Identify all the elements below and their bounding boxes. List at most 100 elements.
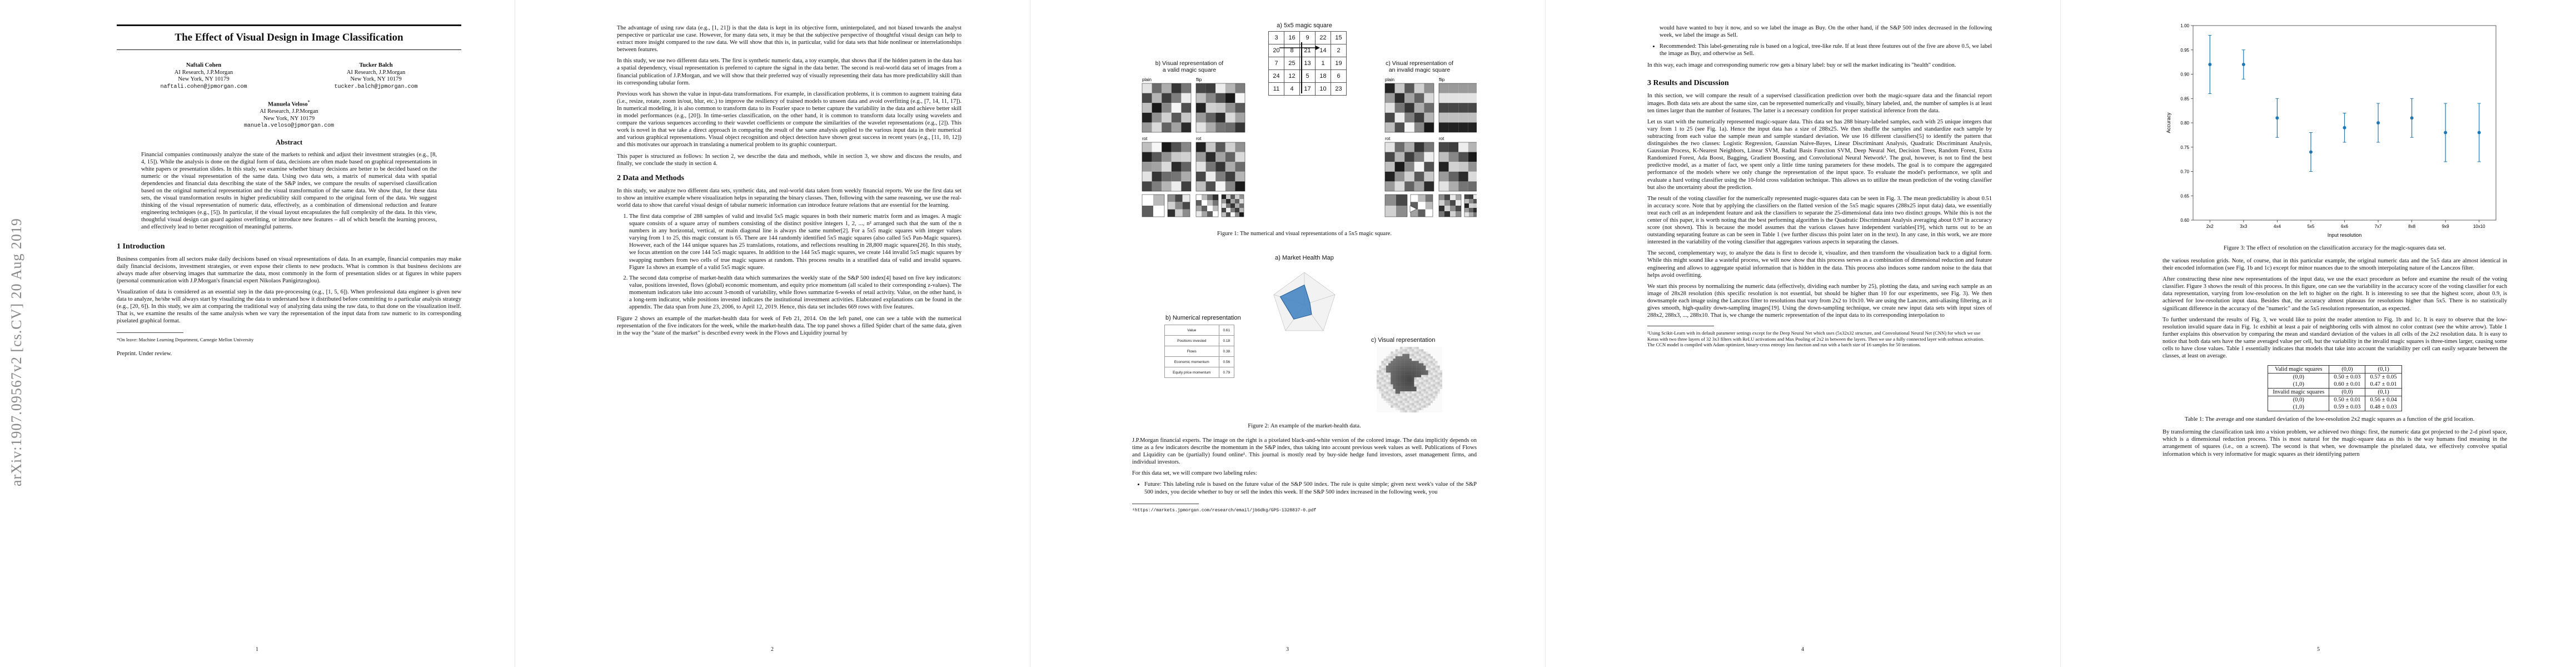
pixel — [1416, 367, 1419, 371]
pixel — [1433, 410, 1436, 412]
table-cell: (0,1) — [2365, 365, 2402, 374]
pixel — [1421, 347, 1424, 350]
x-tick-label: 10x10 — [2473, 224, 2485, 229]
section-heading-results: 3 Results and Discussion — [1647, 79, 1729, 88]
pixel — [1388, 370, 1391, 373]
grid-cell — [1448, 112, 1459, 123]
magic-square-cell: 14 — [1315, 44, 1331, 57]
pixel — [1416, 394, 1419, 396]
pixel — [1404, 382, 1407, 385]
pixel — [1433, 365, 1436, 369]
grid-cell — [1448, 142, 1459, 152]
pixel — [1393, 384, 1396, 387]
pixel — [1404, 407, 1407, 410]
grid-cell — [1414, 181, 1424, 191]
grid-cell — [1171, 171, 1182, 182]
pixel — [1412, 354, 1414, 357]
pixel — [1412, 405, 1414, 408]
pixel — [1388, 347, 1391, 350]
pixel — [1426, 367, 1428, 371]
pixel — [1423, 382, 1426, 385]
pixel — [1397, 375, 1401, 377]
pixel — [1393, 398, 1396, 401]
pixel — [1402, 377, 1405, 380]
grid-cell — [1215, 83, 1225, 93]
grid-cell — [1235, 93, 1245, 103]
table-cell: 0.47 ± 0.01 — [2365, 381, 2402, 389]
pixel — [1409, 389, 1412, 392]
spider-data-area — [1279, 284, 1312, 320]
pixel — [1400, 356, 1403, 359]
grid-cell — [1473, 195, 1477, 199]
pixel — [1414, 389, 1417, 392]
grid-cell — [1450, 206, 1456, 211]
pixel — [1423, 347, 1426, 350]
pixel — [1381, 403, 1384, 406]
pixel — [1379, 365, 1382, 369]
pixel — [1388, 396, 1391, 399]
pixel — [1377, 394, 1379, 396]
grid-cell — [1181, 152, 1191, 162]
section-heading-data-methods: 2 Data and Methods — [617, 173, 684, 182]
pixel — [1393, 389, 1396, 392]
grid-cell — [1456, 206, 1461, 211]
pixel — [1423, 363, 1426, 366]
figure-2c-label: c) Visual representation — [1371, 337, 1436, 344]
pixel — [1393, 400, 1396, 404]
grid-cell — [1142, 112, 1152, 123]
author-email[interactable]: manuela.veloso@jpmorgan.com — [243, 123, 335, 130]
pixel — [1388, 405, 1391, 408]
pixel — [1430, 391, 1433, 394]
pixel — [1418, 367, 1422, 371]
pixel — [1423, 380, 1426, 382]
table-cell: Valid magic squares — [2268, 365, 2329, 374]
pixel — [1402, 361, 1405, 364]
grid-cell — [1235, 212, 1239, 217]
pixel — [1386, 349, 1389, 352]
pixel — [1393, 347, 1396, 350]
grid-cell — [1152, 93, 1162, 103]
pixel — [1426, 370, 1428, 373]
grid-cell — [1385, 112, 1395, 123]
grid-cell — [1226, 195, 1230, 199]
author-email[interactable]: naftali.cohen@jpmorgan.com — [160, 83, 247, 90]
pixel — [1383, 389, 1387, 392]
pixel — [1395, 349, 1398, 352]
pixel — [1414, 410, 1417, 412]
pixel — [1395, 410, 1398, 412]
pixel — [1379, 407, 1382, 410]
grid-cell — [1424, 171, 1434, 182]
pixel — [1430, 356, 1433, 359]
paragraph: To further understand the results of Fig… — [2163, 316, 2507, 360]
grid-cell — [1394, 152, 1405, 162]
pixel — [1404, 410, 1407, 412]
author-email[interactable]: tucker.balch@jpmorgan.com — [334, 83, 418, 90]
list-item: Recommended: This label-generating rule … — [1660, 43, 1992, 57]
grid-cell — [1404, 112, 1414, 123]
grid-cell — [1162, 142, 1172, 152]
grid-cell — [1225, 181, 1235, 191]
pixel — [1391, 356, 1393, 359]
grid-cell — [1235, 122, 1245, 132]
pixel — [1423, 356, 1426, 359]
pixel — [1433, 380, 1436, 382]
grid-cell — [1162, 171, 1172, 182]
pixel — [1439, 407, 1442, 410]
pixel — [1391, 367, 1393, 371]
pixel — [1428, 365, 1431, 369]
pixel — [1430, 380, 1433, 382]
pixel — [1397, 410, 1401, 412]
footnote: ¹https://markets.jpmorgan.com/research/e… — [1132, 503, 1477, 514]
magic-square-cell: 16 — [1284, 31, 1300, 44]
pixel — [1416, 403, 1419, 406]
author-name: Naftali Cohen — [186, 62, 222, 68]
pixel — [1416, 405, 1419, 408]
pixel — [1393, 391, 1396, 394]
pixel — [1430, 410, 1433, 412]
pixel — [1407, 403, 1410, 406]
pixel — [1409, 410, 1412, 412]
grid-frame — [1384, 83, 1434, 133]
grid-cell — [1225, 103, 1235, 113]
pixel — [1402, 389, 1405, 392]
